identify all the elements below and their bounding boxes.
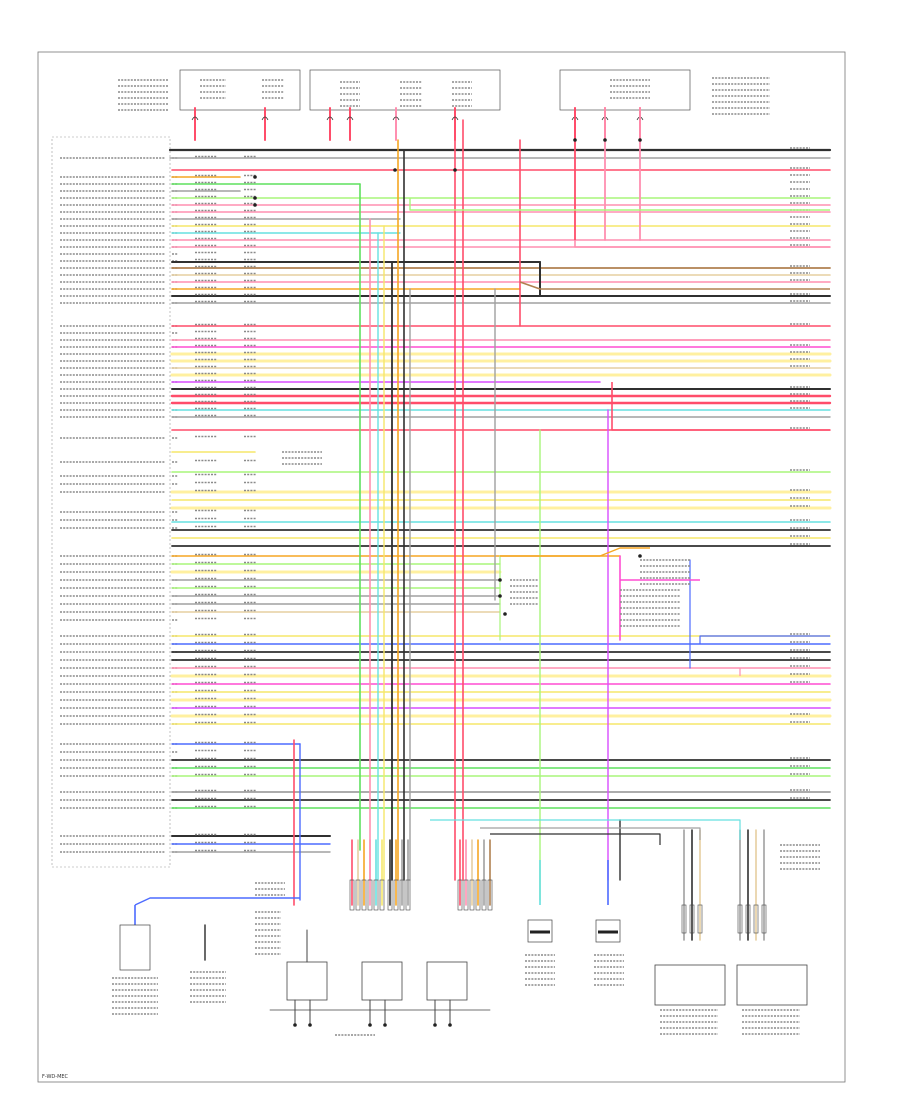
splice-dot — [638, 138, 642, 142]
fuse-symbol — [392, 116, 400, 121]
connector-pin — [387, 879, 393, 911]
connector-pin — [373, 879, 379, 911]
splice-dot — [453, 168, 457, 172]
sensor-wire — [430, 819, 741, 840]
relay-2 — [361, 961, 403, 1001]
wire-bend — [409, 198, 830, 211]
wire-bend — [611, 382, 830, 431]
splice-dot — [603, 138, 607, 142]
fuse-symbol — [261, 116, 269, 121]
connector-pin — [367, 879, 373, 911]
connector-pin — [469, 879, 475, 911]
diagram-frame — [37, 51, 846, 1083]
wire-bend — [519, 281, 830, 290]
sensor-wire — [134, 897, 300, 906]
connector-pin — [405, 879, 411, 911]
connector-pin — [481, 879, 487, 911]
ground-terminal — [383, 1023, 387, 1027]
ground-terminal — [448, 1023, 452, 1027]
ground-terminal — [433, 1023, 437, 1027]
relay-1 — [286, 961, 328, 1001]
wire-bend — [574, 240, 830, 248]
splice-dot — [253, 203, 257, 207]
sensor-wire — [490, 833, 661, 845]
connector-pin — [355, 879, 361, 911]
splice-dot — [638, 554, 642, 558]
splice-dot — [573, 138, 577, 142]
splice-dot — [393, 168, 397, 172]
fuse-symbol — [326, 116, 334, 121]
fuse-symbol — [191, 116, 199, 121]
connector-pin — [681, 904, 687, 934]
connector-pin — [697, 904, 703, 934]
module-left — [654, 964, 726, 1006]
fuse-block-center — [309, 69, 501, 111]
splice-dot — [498, 578, 502, 582]
connector-pin — [463, 879, 469, 911]
splice-dot — [253, 196, 257, 200]
ground-terminal — [368, 1023, 372, 1027]
footer-code: F-WD-MEC — [42, 1074, 69, 1080]
connector-pin — [399, 879, 405, 911]
wire-bend — [500, 547, 650, 557]
sensor-connector — [527, 919, 553, 943]
ground-terminal — [293, 1023, 297, 1027]
relay-3 — [426, 961, 468, 1001]
connector-pin — [349, 879, 355, 911]
connector-pin — [689, 904, 695, 934]
fuse-block-right — [559, 69, 691, 111]
wire-bend — [530, 261, 830, 297]
connector-pin — [475, 879, 481, 911]
fuse-symbol — [451, 116, 459, 121]
connector-pin — [487, 879, 493, 911]
splice-dot — [498, 594, 502, 598]
sensor-wire — [480, 827, 701, 840]
left-sensor-box — [119, 924, 151, 971]
connector-pin — [379, 879, 385, 911]
connector-pin — [361, 879, 367, 911]
ground-terminal — [308, 1023, 312, 1027]
splice-dot — [503, 612, 507, 616]
splice-dot — [253, 175, 257, 179]
wire-bend — [699, 635, 830, 644]
module-right — [736, 964, 808, 1006]
connector-pin — [753, 904, 759, 934]
connector-pin — [457, 879, 463, 911]
fuse-block-left — [179, 69, 301, 111]
connector-pin — [761, 904, 767, 934]
connector-pin — [393, 879, 399, 911]
connector-pin — [745, 904, 751, 934]
fuse-symbol — [346, 116, 354, 121]
sensor-connector — [595, 919, 621, 943]
connector-pin — [737, 904, 743, 934]
